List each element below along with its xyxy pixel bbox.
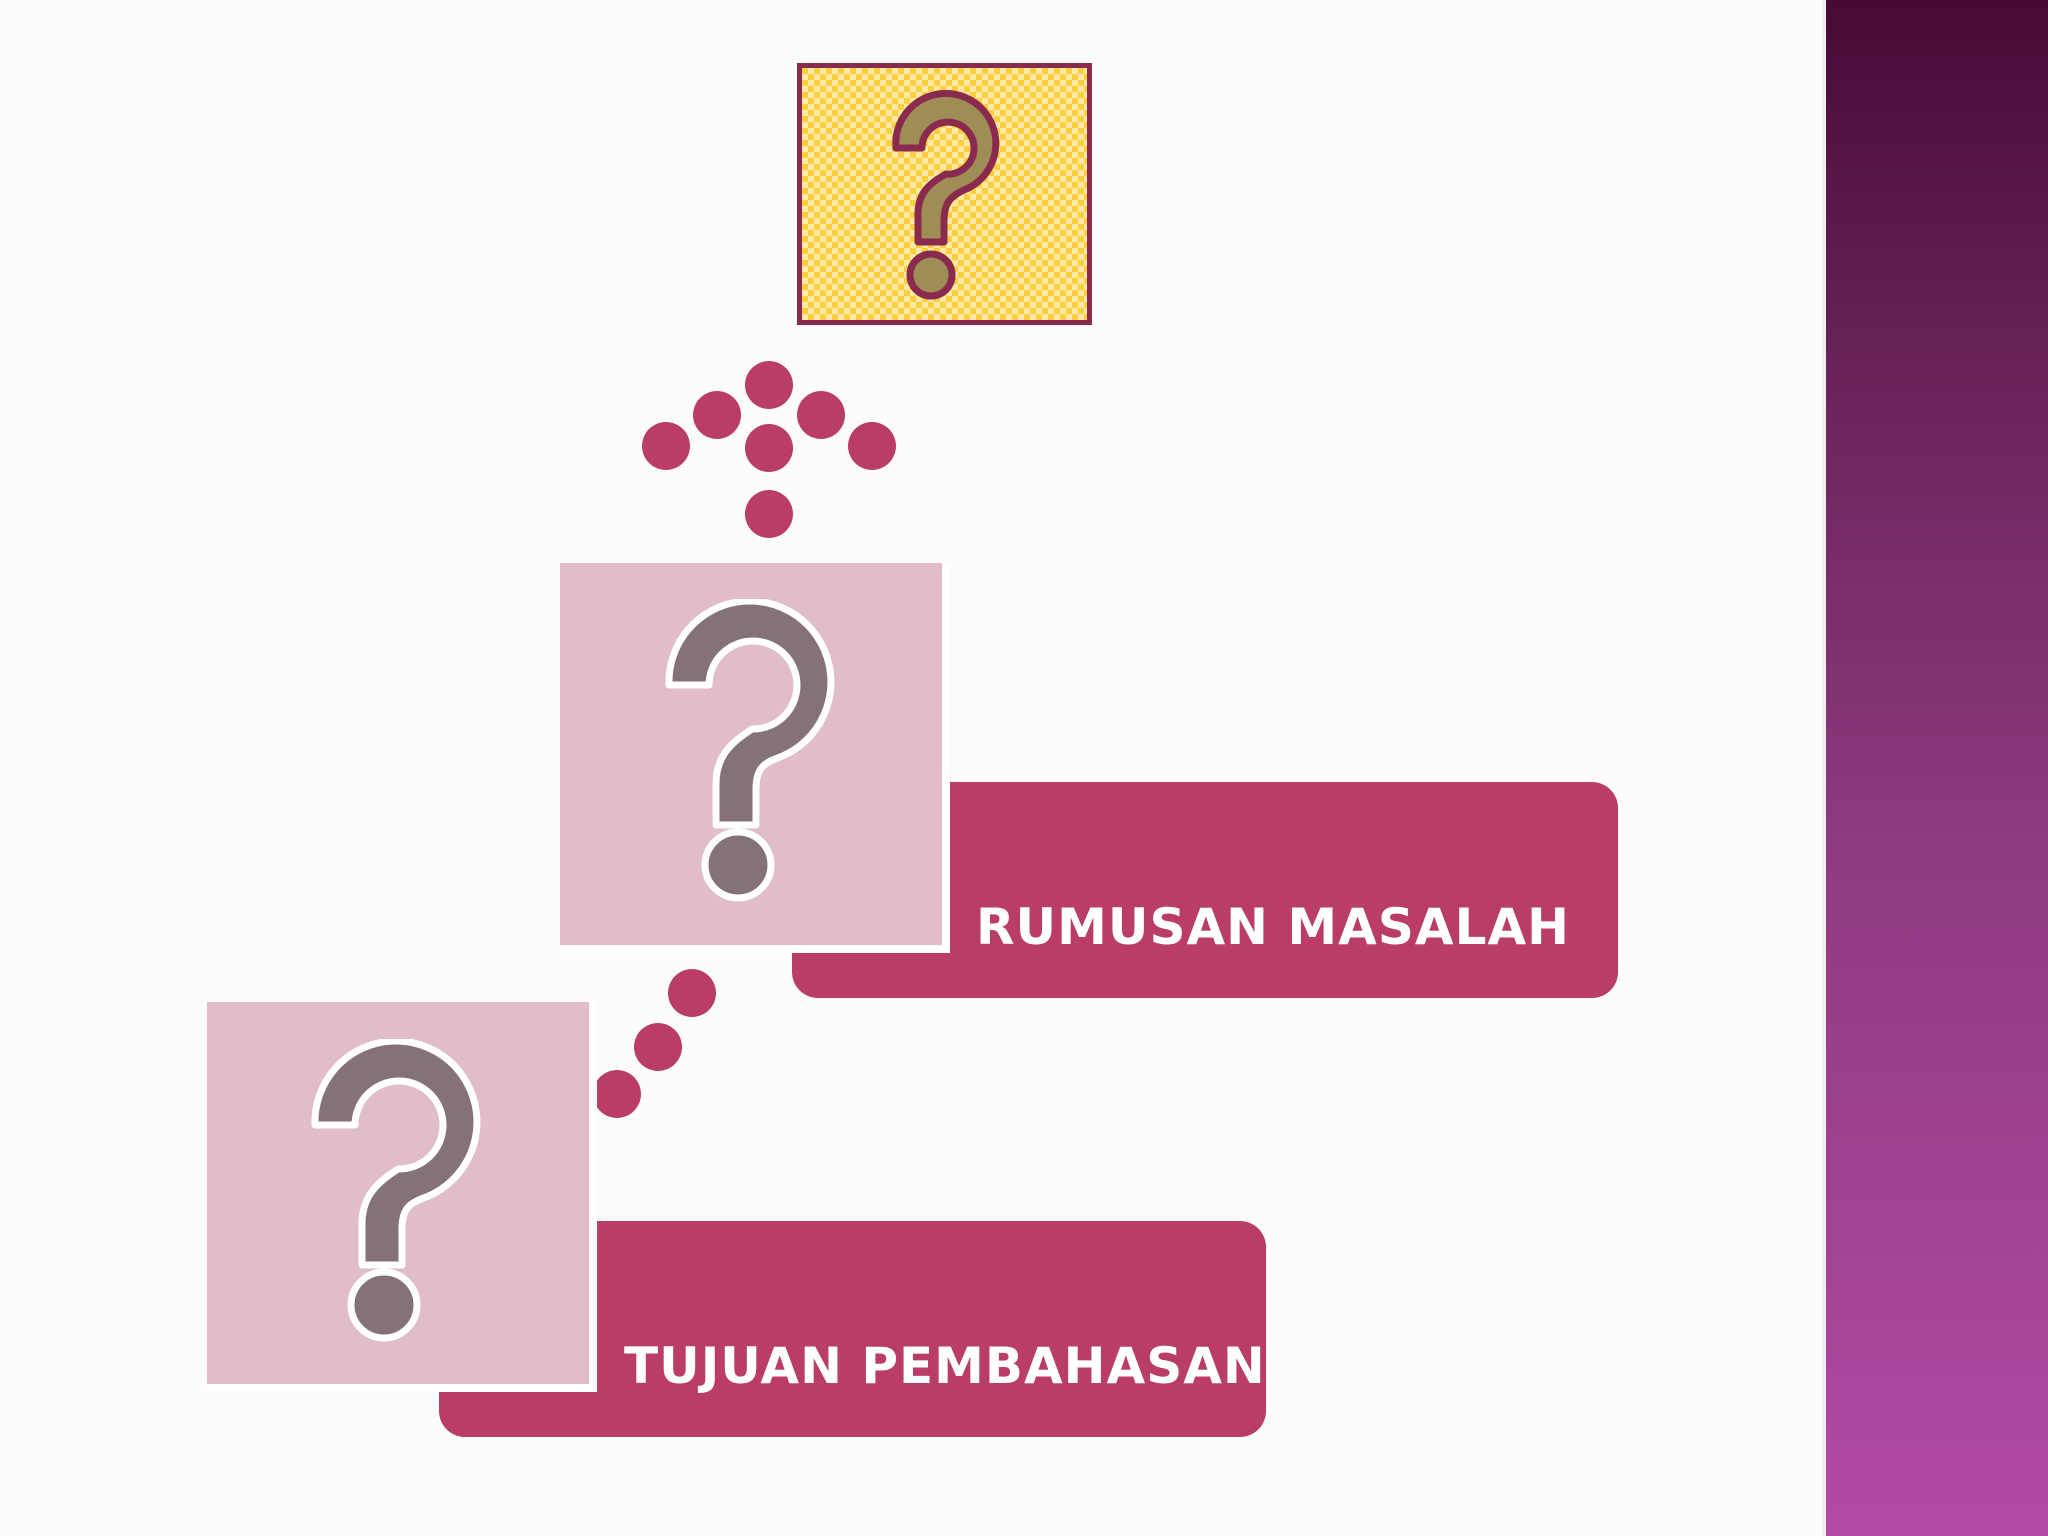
- side-bar-divider: [1822, 0, 1826, 1536]
- question-mark-icon: [665, 599, 835, 902]
- step-tile-tujuan-pembahasan: [207, 1002, 597, 1392]
- step-label-rumusan-masalah: RUMUSAN MASALAH: [976, 898, 1570, 956]
- decorative-side-bar: [1826, 0, 2048, 1536]
- question-mark-icon: [892, 90, 1000, 300]
- step-label-tujuan-pembahasan: TUJUAN PEMBAHASAN: [624, 1337, 1266, 1395]
- question-mark-icon: [311, 1039, 481, 1342]
- step-tile-rumusan-masalah: [560, 563, 950, 953]
- top-question-box: [797, 63, 1092, 325]
